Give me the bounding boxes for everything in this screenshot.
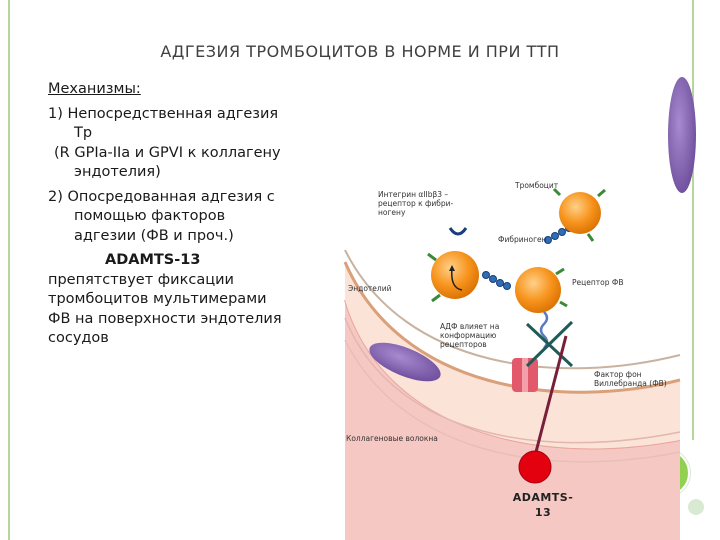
adamts-desc-3: ФВ на поверхности эндотелия <box>48 310 282 327</box>
platelet-icon <box>427 251 479 303</box>
adamts-desc-4: сосудов <box>48 330 109 346</box>
mechanisms-text: Механизмы: 1) Непосредственная адгезия Т… <box>48 80 348 349</box>
block-cross-icon <box>525 320 574 368</box>
decor-small-circle <box>688 499 704 515</box>
endothelial-cell-icon <box>369 342 441 382</box>
platelet-icon <box>552 187 606 242</box>
item1-line4: эндотелия) <box>74 164 161 180</box>
adamts13-node-icon <box>518 450 552 484</box>
label-adp: АДФ влияет на конформацию рецепторов <box>440 322 500 349</box>
adamts-heading: ADAMTS-13 <box>105 252 201 268</box>
adamts13-label: ADAMTS- 13 <box>512 491 574 519</box>
label-platelet: Тромбоцит <box>515 181 559 190</box>
inhibition-line <box>534 335 568 453</box>
item2-line2: помощью факторов <box>74 208 226 224</box>
vessel-wall <box>343 249 681 540</box>
mechanisms-heading: Механизмы: <box>48 81 141 97</box>
collagen-fibers-icon <box>512 358 538 392</box>
adamts-desc-1: препятствует фиксации <box>48 271 234 288</box>
item1-line2: Тр <box>74 125 93 141</box>
left-frame-line <box>8 0 10 540</box>
endothelial-cell-icon <box>668 77 696 193</box>
label-integrin: Интегрин αIIbβ3 – рецептор к фибри- ноге… <box>378 190 454 217</box>
item2-line3: адгезии (ФВ и проч.) <box>74 227 234 244</box>
platelet-icon <box>515 267 568 313</box>
item2-line1: 2) Опосредованная адгезия с <box>48 188 275 205</box>
item1-line1: 1) Непосредственная адгезия <box>48 105 279 122</box>
adamts-desc-2: тромбоцитов мультимерами <box>48 291 267 307</box>
label-endothelium: Эндотелий <box>348 284 392 293</box>
label-vwf: Фактор фон Виллебранда (ФВ) <box>594 370 667 388</box>
right-frame-line <box>692 0 694 440</box>
integrin-receptor-icon <box>448 227 468 236</box>
slide-title: АДГЕЗИЯ ТРОМБОЦИТОВ В НОРМЕ И ПРИ ТТП <box>160 42 560 61</box>
label-collagen: Коллагеновые волокна <box>346 434 438 443</box>
item1-line3: (R GPIa-IIa и GPVI к коллагену <box>54 144 281 161</box>
label-receptor-vwf: Рецептор ФВ <box>572 278 624 287</box>
label-fibrinogen: Фибриноген <box>498 235 547 244</box>
